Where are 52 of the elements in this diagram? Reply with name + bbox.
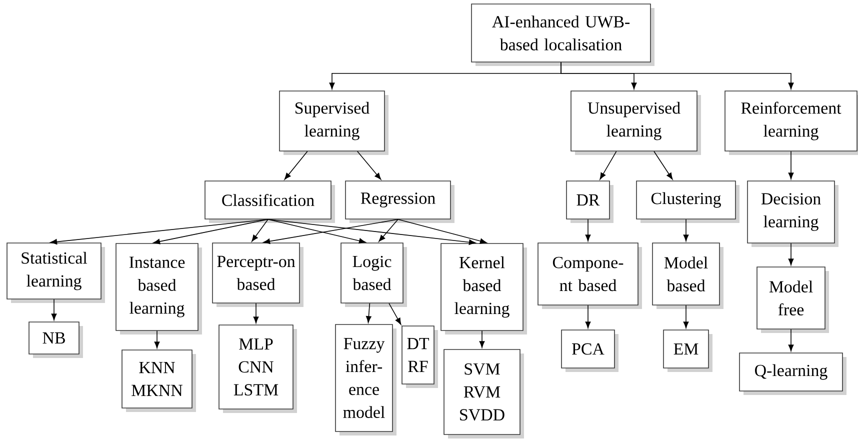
arrow (268, 218, 476, 245)
arrow (252, 218, 268, 242)
category-box: Instance based learning (116, 243, 202, 334)
arrow (388, 303, 402, 325)
category-box: Clustering (636, 180, 740, 223)
category-box: KNN MKNN (122, 350, 196, 412)
arrow (50, 218, 268, 244)
category-box: Classification (204, 180, 335, 223)
arrow (154, 330, 160, 348)
category-box: NB (28, 322, 83, 358)
category-box: DT RF (402, 326, 438, 388)
arrow (366, 303, 372, 323)
category-box: MLP CNN LSTM (218, 324, 297, 413)
category-box: SVM RVM SVDD (444, 349, 524, 438)
category-box: Q-learning (739, 352, 846, 395)
arrow (683, 218, 689, 242)
category-box: Reinforcement learning (724, 90, 858, 155)
arrow (153, 218, 268, 244)
arrow (788, 151, 794, 180)
arrow (788, 329, 794, 352)
arrow (479, 330, 485, 348)
arrow (263, 218, 398, 244)
category-box: Statistical learning (6, 242, 105, 303)
arrow (284, 151, 308, 180)
category-box: Kernel based learning (440, 243, 527, 334)
arrow (253, 303, 259, 324)
category-box: Unsupervised learning (570, 90, 701, 155)
arrow (398, 218, 487, 244)
arrow (268, 218, 366, 244)
arrow (600, 151, 617, 180)
category-box: Fuzzy infer-ence model (335, 324, 396, 436)
arrow (654, 151, 673, 180)
category-box: Regression (345, 180, 454, 223)
arrow (51, 299, 57, 320)
category-box: Compone-nt based (538, 242, 642, 309)
category-box: Decision learning (747, 180, 838, 247)
arrow (378, 218, 398, 242)
arrow (788, 242, 794, 266)
category-box: Supervised learning (279, 90, 388, 155)
category-box: PCA (561, 330, 618, 372)
category-box: DR (566, 180, 614, 223)
category-box: Model based (652, 242, 724, 309)
category-box: Logic based (340, 242, 407, 307)
category-box: Perceptr-on based (212, 242, 304, 307)
arrow (585, 305, 591, 328)
category-box: Model free (756, 266, 829, 333)
category-box: EM (663, 330, 712, 372)
arrow (683, 305, 689, 328)
arrow (585, 218, 591, 242)
arrow (357, 151, 382, 180)
arrow (560, 62, 794, 90)
category-box: AI-enhanced UWB-based localisation (471, 4, 654, 66)
